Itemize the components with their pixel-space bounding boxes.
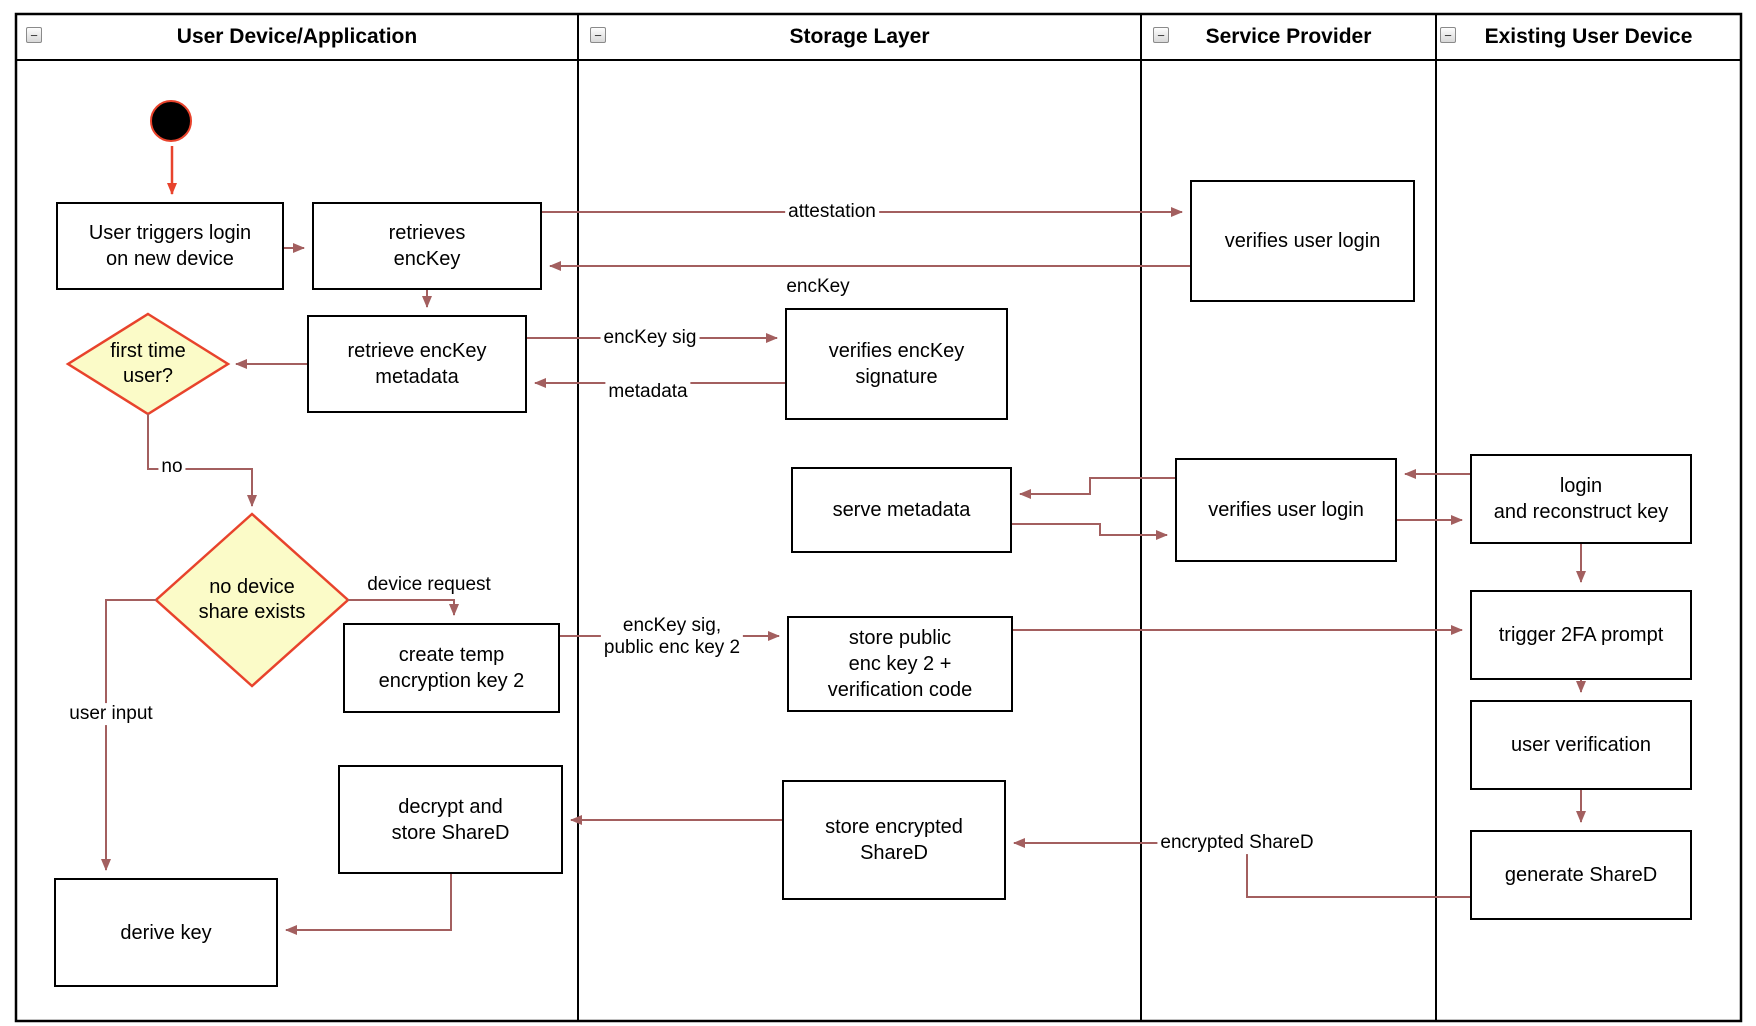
node-store-public-key[interactable]: store public enc key 2 + verification co… [787,616,1013,712]
decision-first-time-user-label: first time user? [110,340,186,387]
start-node[interactable] [150,100,192,142]
node-user-verification[interactable]: user verification [1470,700,1692,790]
edge-user-input [101,599,156,871]
node-store-encrypted-shared[interactable]: store encrypted ShareD [782,780,1006,900]
edge-encrypted-shared [1013,838,1470,898]
lane-header-storage-layer[interactable]: Storage Layer [578,14,1141,60]
edge-label-encrypted-shared: encrypted ShareD [1157,832,1317,854]
node-retrieve-enckey-metadata[interactable]: retrieve encKey metadata [307,315,527,413]
node-login-reconstruct-key[interactable]: login and reconstruct key [1470,454,1692,544]
edge-label-metadata: metadata [605,381,691,403]
node-derive-key[interactable]: derive key [54,878,278,987]
lane-title-text: Storage Layer [789,25,930,48]
collapse-icon[interactable]: − [590,27,606,43]
decision-no-device-share[interactable] [154,512,350,688]
edge-label-attestation: attestation [785,201,879,223]
edge-no-branch [147,414,257,507]
node-verifies-enckey-signature[interactable]: verifies encKey signature [785,308,1008,420]
diagram-border [14,12,1743,1023]
node-user-triggers-login[interactable]: User triggers login on new device [56,202,284,290]
collapse-icon[interactable]: − [26,27,42,43]
node-create-temp-key[interactable]: create temp encryption key 2 [343,623,560,713]
node-trigger-2fa[interactable]: trigger 2FA prompt [1470,590,1692,680]
node-decrypt-store-shared[interactable]: decrypt and store ShareD [338,765,563,874]
lane-header-existing-user-device[interactable]: Existing User Device [1436,14,1741,60]
edge-label-enckey-sig-public: encKey sig, public enc key 2 [600,615,744,659]
edge-device-request [348,599,459,616]
node-verifies-user-login-mid[interactable]: verifies user login [1175,458,1397,562]
node-serve-metadata[interactable]: serve metadata [791,467,1012,553]
edge-decrypt-to-derive [285,874,452,935]
node-retrieves-enckey[interactable]: retrieves encKey [312,202,542,290]
edge-label-enckey: encKey [783,276,853,298]
decision-no-device-share-label: no device share exists [198,576,306,623]
lane-title-text: Existing User Device [1484,25,1693,48]
edge-label-device-request: device request [364,574,494,596]
lane-header-service-provider[interactable]: Service Provider [1141,14,1436,60]
collapse-icon[interactable]: − [1440,27,1456,43]
lane-title-text: Service Provider [1205,25,1372,48]
edge-label-no: no [158,456,186,478]
edge-verify-to-servemetadata [1019,477,1175,499]
lane-header-user-device[interactable]: User Device/Application [16,14,578,60]
edge-label-user-input: user input [66,703,156,725]
edge-label-enckey-sig: encKey sig [600,327,700,349]
node-generate-shared[interactable]: generate ShareD [1470,830,1692,920]
edge-servemetadata-to-verify [1012,523,1168,540]
lane-title-text: User Device/Application [176,25,418,48]
node-verifies-user-login-top[interactable]: verifies user login [1190,180,1415,302]
collapse-icon[interactable]: − [1153,27,1169,43]
